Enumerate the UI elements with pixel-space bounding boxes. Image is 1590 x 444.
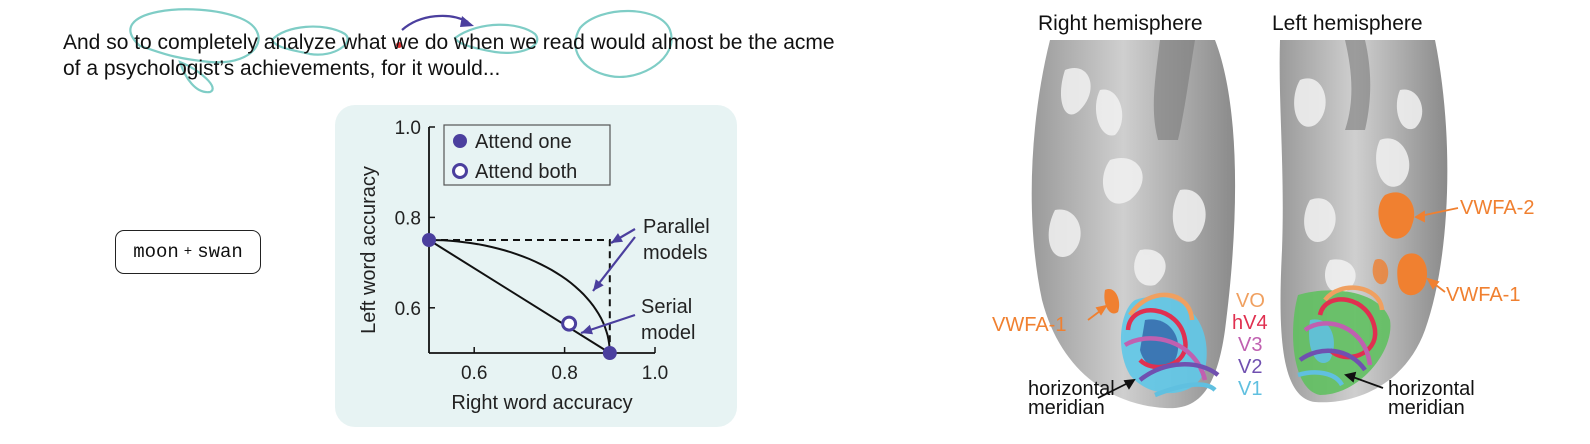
y-tick-label: 1.0 bbox=[395, 118, 421, 139]
attend-one-point bbox=[602, 346, 617, 360]
saccade-loop bbox=[453, 23, 539, 54]
roi-legend-hv4: hV4 bbox=[1232, 312, 1268, 334]
saccade-loop bbox=[270, 25, 349, 56]
saccade-arrow bbox=[401, 14, 469, 31]
x-tick-label: 0.6 bbox=[461, 363, 487, 384]
parallel-models-label-line1: Parallel bbox=[643, 216, 710, 238]
saccade-overlay bbox=[129, 8, 673, 94]
left-hemisphere-surface bbox=[1279, 40, 1448, 403]
x-tick-label: 1.0 bbox=[642, 363, 668, 384]
brain-surfaces bbox=[1031, 40, 1459, 409]
roi-legend-v2: V2 bbox=[1238, 356, 1263, 378]
saccade-loop bbox=[574, 9, 673, 79]
horizontal-meridian-left-label: horizontal meridian bbox=[1388, 378, 1475, 419]
left-hemisphere-title: Left hemisphere bbox=[1272, 12, 1423, 35]
sentence-line-1: And so to completely analyze what we do … bbox=[63, 31, 835, 54]
roi-legend: VO hV4 V3 V2 V1 bbox=[1232, 290, 1268, 400]
serial-model-label-line2: model bbox=[641, 322, 695, 344]
fixation-cross: + bbox=[183, 244, 193, 260]
legend-attend-both-label: Attend both bbox=[475, 161, 577, 183]
parallel-arrow-upper-head bbox=[611, 233, 624, 243]
meridian-text: meridian bbox=[1388, 397, 1465, 419]
parallel-arrow-lower-head bbox=[593, 279, 604, 291]
y-tick-label: 0.8 bbox=[395, 208, 421, 229]
stimulus-display: moon + swan bbox=[115, 230, 261, 274]
parallel-models-label-line2: models bbox=[643, 242, 707, 264]
model-curves bbox=[428, 239, 611, 354]
legend-attend-both-marker bbox=[452, 163, 468, 179]
horizontal-meridian-right-label: horizontal meridian bbox=[1028, 378, 1115, 419]
data-points bbox=[422, 233, 617, 360]
meridian-text: meridian bbox=[1028, 397, 1105, 419]
roi-legend-vo: VO bbox=[1236, 290, 1265, 312]
left-word: moon bbox=[133, 241, 179, 263]
x-tick-label: 0.8 bbox=[551, 363, 577, 384]
x-axis-label: Right word accuracy bbox=[451, 392, 632, 414]
horizontal-text: horizontal bbox=[1388, 378, 1475, 400]
vwfa1-left-label: VWFA-1 bbox=[1446, 284, 1521, 306]
sentence-line-2: of a psychologist’s achievements, for it… bbox=[63, 57, 501, 80]
parallel-arrow-lower bbox=[592, 236, 636, 292]
vwfa2-left-label: VWFA-2 bbox=[1460, 197, 1535, 219]
legend-attend-one-label: Attend one bbox=[475, 131, 572, 153]
y-axis-label: Left word accuracy bbox=[358, 166, 380, 334]
parallel-limited-curve bbox=[428, 239, 611, 354]
right-hemisphere-surface bbox=[1031, 40, 1236, 409]
fixation-dot bbox=[396, 42, 402, 48]
serial-model-label-line1: Serial bbox=[641, 296, 692, 318]
saccade-loop bbox=[129, 8, 260, 64]
horizontal-text: horizontal bbox=[1028, 378, 1115, 400]
legend-box bbox=[443, 124, 611, 186]
legend-attend-one-marker bbox=[453, 134, 467, 148]
reading-sentence: And so to completely analyze what we do … bbox=[63, 30, 943, 82]
right-hemisphere-title: Right hemisphere bbox=[1038, 12, 1203, 35]
serial-model-line bbox=[428, 239, 611, 354]
y-tick-label: 0.6 bbox=[395, 299, 421, 320]
right-word: swan bbox=[197, 241, 243, 263]
parallel-unlimited-line bbox=[429, 239, 611, 353]
attend-both-point bbox=[561, 315, 578, 332]
roi-legend-v3: V3 bbox=[1238, 334, 1263, 356]
roi-legend-v1: V1 bbox=[1238, 378, 1263, 400]
attend-one-point bbox=[422, 233, 436, 247]
saccade-loop bbox=[178, 60, 214, 94]
vwfa1-right-label: VWFA-1 bbox=[992, 314, 1067, 336]
serial-arrow-head bbox=[581, 324, 594, 335]
